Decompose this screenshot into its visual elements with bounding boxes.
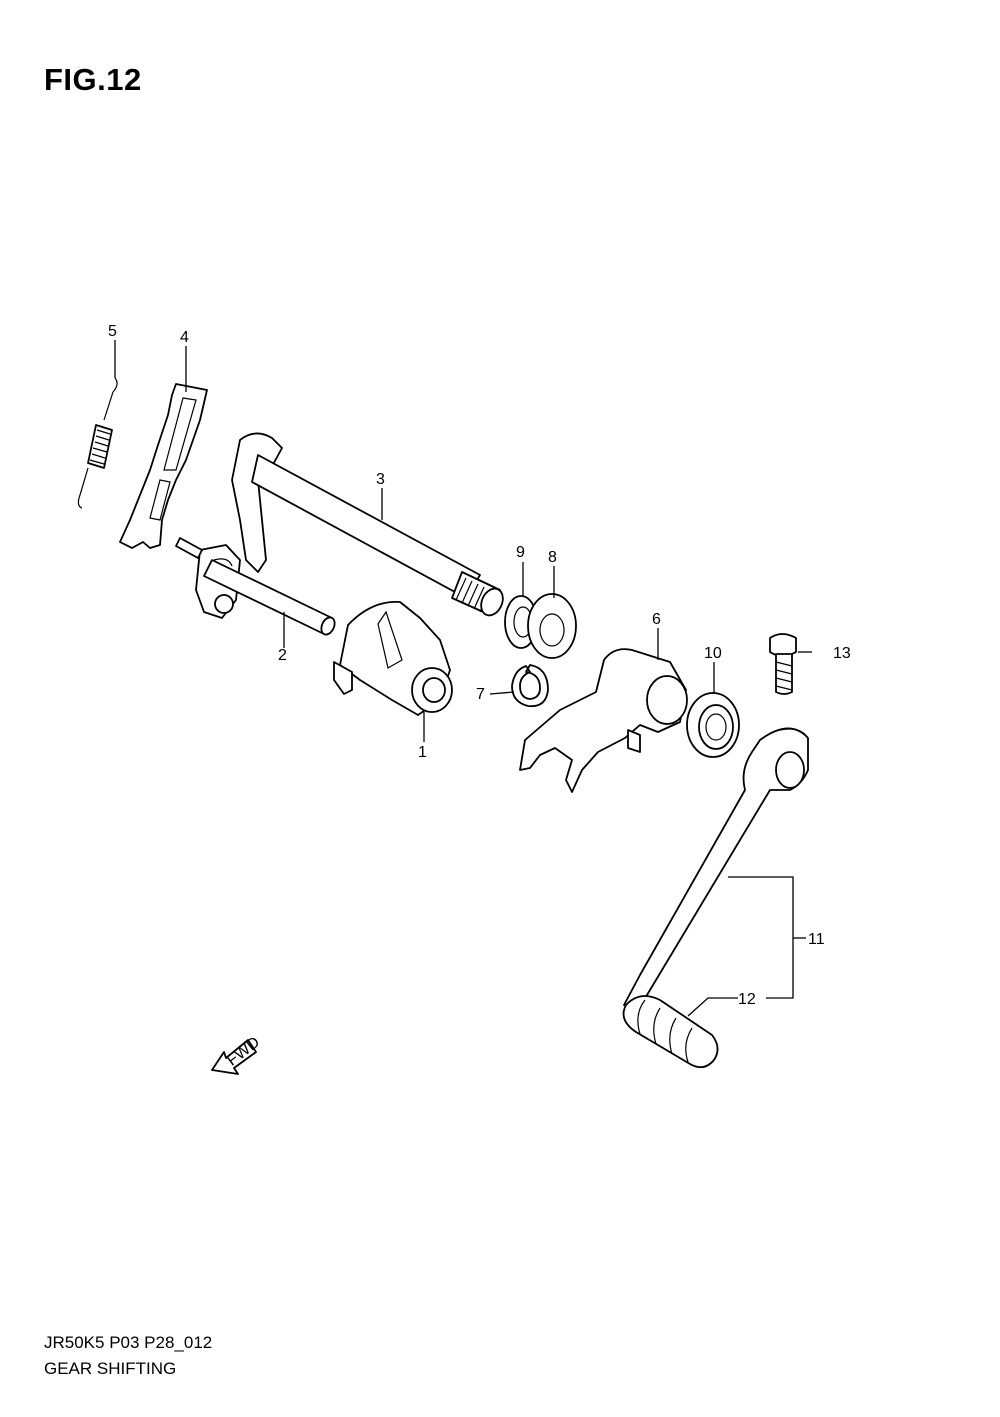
part-7-circlip: [511, 664, 549, 708]
callout-6: 6: [652, 611, 661, 628]
diagram-code: JR50K5 P03 P28_012: [44, 1333, 213, 1352]
part-3-gear-shift-shaft: [175, 432, 504, 619]
callout-4: 4: [180, 329, 189, 346]
callout-3: 3: [376, 471, 385, 488]
callout-9: 9: [516, 544, 525, 561]
part-8-washer: [527, 593, 577, 659]
part-11-gear-shift-lever: [623, 727, 809, 1011]
figure-title: FIG.12: [44, 62, 142, 97]
callout-2: 2: [278, 647, 287, 664]
diagram-name: GEAR SHIFTING: [44, 1359, 177, 1378]
part-2-shaft: [203, 559, 336, 636]
leader-lines: [114, 340, 812, 1017]
fwd-arrow-icon: FWD: [211, 1034, 263, 1075]
callout-13: 13: [833, 645, 851, 662]
part-5-spring: [77, 377, 118, 509]
callout-5: 5: [108, 323, 117, 340]
part-12-lever-rubber: [622, 995, 719, 1069]
callout-7: 7: [476, 686, 485, 703]
callout-11: 11: [808, 931, 825, 948]
fwd-arrow-label: FWD: [224, 1034, 263, 1070]
part-6-shift-fork: [519, 648, 688, 793]
part-4-stopper-plate: [119, 383, 208, 549]
callout-12: 12: [738, 991, 756, 1008]
callout-8: 8: [548, 549, 557, 566]
callout-10: 10: [704, 645, 722, 662]
part-13-bolt: [769, 633, 797, 695]
callout-1: 1: [418, 744, 427, 761]
part-10-bearing: [686, 692, 740, 758]
part-1-shift-cam: [333, 601, 453, 716]
